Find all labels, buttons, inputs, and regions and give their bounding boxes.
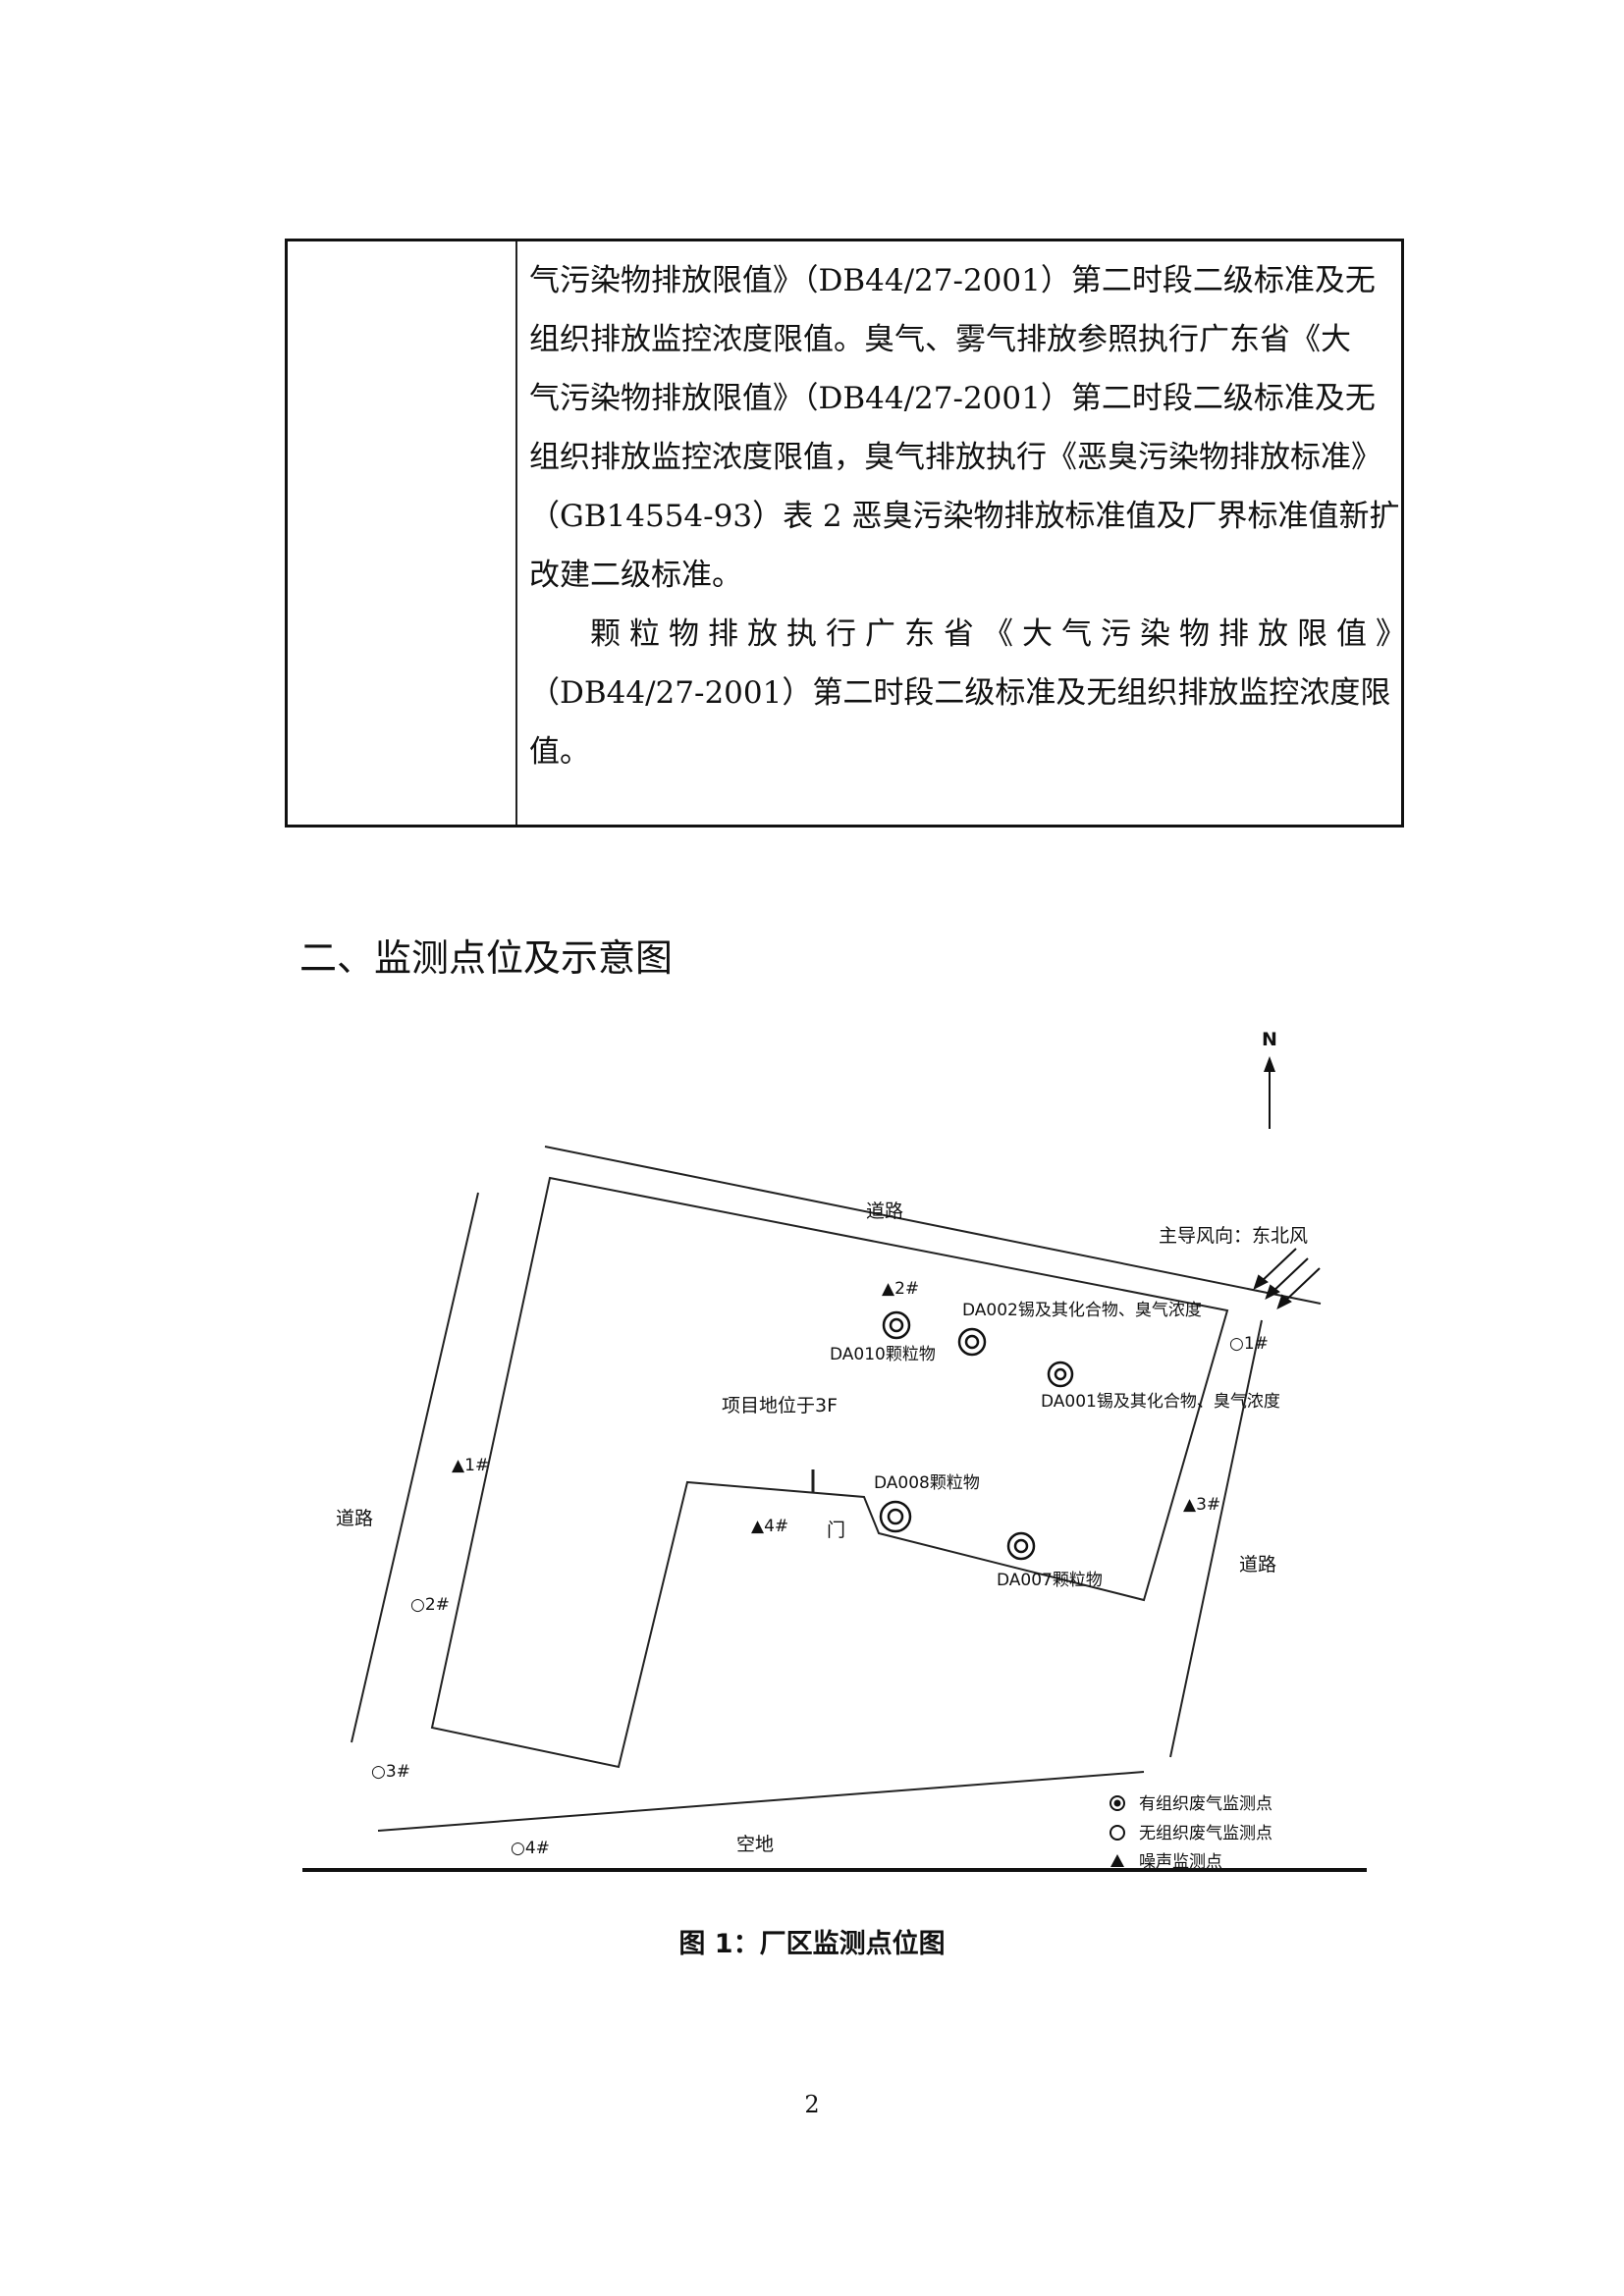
building-outline	[430, 1176, 1229, 1769]
organized-point-icon	[1110, 1795, 1125, 1811]
legend-unorganized-label: 无组织废气监测点	[1139, 1824, 1272, 1843]
site-monitoring-map: N 道路 道路 道路 空地 主导风向：东北风 项目地位于3F 门 ▲1# ▲2#…	[302, 1029, 1367, 1872]
table-line: 气污染物排放限值》（DB44/27-2001）第二时段二级标准及无	[529, 381, 1376, 416]
table-line: 气污染物排放限值》（DB44/27-2001）第二时段二级标准及无	[529, 263, 1376, 298]
figure-caption: 图 1：厂区监测点位图	[678, 1929, 946, 1959]
wind-arrows-icon	[1253, 1248, 1321, 1309]
table-line: （DB44/27-2001）第二时段二级标准及无组织排放监控浓度限	[529, 675, 1391, 711]
wind-direction-label: 主导风向：东北风	[1159, 1225, 1308, 1247]
road-top-label: 道路	[866, 1201, 903, 1222]
legend-organized-label: 有组织废气监测点	[1139, 1794, 1272, 1814]
legend: 有组织废气监测点 无组织废气监测点 噪声监测点	[1110, 1794, 1272, 1872]
outlet-da008-icon	[879, 1500, 912, 1533]
noise-point-4: ▲4#	[751, 1517, 788, 1536]
road-bottom-line	[377, 1771, 1145, 1832]
outlet-da002-icon	[957, 1327, 987, 1357]
table-line: 组织排放监控浓度限值，臭气排放执行《恶臭污染物排放标准》	[529, 440, 1381, 475]
door-label: 门	[827, 1520, 845, 1541]
north-label: N	[1262, 1029, 1277, 1050]
table-line: 组织排放监控浓度限值。臭气、雾气排放参照执行广东省《大	[529, 322, 1351, 357]
vacant-land-label: 空地	[736, 1834, 774, 1855]
unorganized-point-4: ○4#	[511, 1839, 550, 1858]
table-line: 值。	[529, 734, 590, 770]
noise-point-icon	[1110, 1854, 1124, 1867]
outlet-da001-icon	[1047, 1361, 1074, 1388]
outlet-da010-label: DA010颗粒物	[830, 1345, 936, 1364]
noise-point-3: ▲3#	[1183, 1495, 1220, 1515]
noise-point-2: ▲2#	[882, 1279, 919, 1299]
road-left-label: 道路	[336, 1508, 373, 1529]
table-line: 改建二级标准。	[529, 558, 742, 593]
legend-noise-label: 噪声监测点	[1139, 1852, 1222, 1872]
table-right-cell: 气污染物排放限值》（DB44/27-2001）第二时段二级标准及无 组织排放监控…	[529, 251, 1415, 781]
outlet-da007-label: DA007颗粒物	[997, 1571, 1103, 1590]
table-left-cell	[288, 241, 517, 825]
outlet-da001-label: DA001锡及其化合物、臭气浓度	[1041, 1392, 1280, 1412]
standards-table: 气污染物排放限值》（DB44/27-2001）第二时段二级标准及无 组织排放监控…	[285, 239, 1415, 828]
north-arrow-icon	[1264, 1056, 1275, 1129]
section-heading: 二、监测点位及示意图	[299, 936, 674, 980]
unorganized-point-2: ○2#	[410, 1595, 450, 1615]
outlet-da008-label: DA008颗粒物	[874, 1473, 980, 1493]
project-location-label: 项目地位于3F	[722, 1395, 838, 1416]
unorganized-point-icon	[1110, 1825, 1125, 1841]
road-right-label: 道路	[1239, 1554, 1276, 1575]
road-right-line	[1169, 1319, 1263, 1758]
table-line: 颗粒物排放执行广东省《大气污染物排放限值》	[590, 616, 1415, 652]
page-number: 2	[804, 2091, 820, 2118]
outlet-da007-icon	[1006, 1531, 1036, 1561]
road-top-line	[544, 1146, 1322, 1305]
unorganized-point-1: ○1#	[1229, 1334, 1269, 1354]
table-line: （GB14554-93）表 2 恶臭污染物排放标准值及厂界标准值新扩	[529, 499, 1400, 534]
outlet-da010-icon	[882, 1310, 911, 1340]
noise-point-1: ▲1#	[452, 1456, 489, 1475]
unorganized-point-3: ○3#	[371, 1762, 410, 1782]
outlet-da002-label: DA002锡及其化合物、臭气浓度	[962, 1301, 1202, 1320]
road-left-line	[351, 1192, 479, 1743]
